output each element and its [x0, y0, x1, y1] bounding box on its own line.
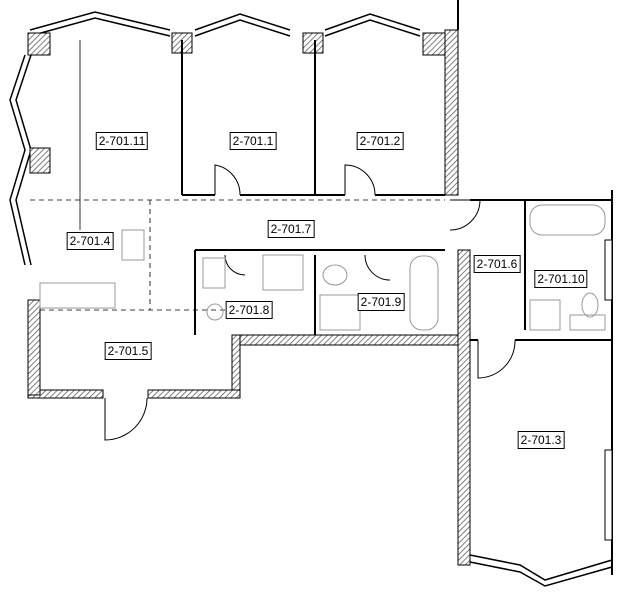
room-label-2-701-2: 2-701.2: [356, 132, 404, 150]
washing-machine-icon: [206, 303, 224, 321]
room-label-2-701-11: 2-701.11: [95, 132, 149, 150]
bathtub-icon-2: [529, 204, 606, 236]
room-label-2-701-9: 2-701.9: [357, 293, 405, 311]
facade-zigzag: [9, 11, 613, 587]
sink-icon: [202, 257, 226, 289]
room-label-2-701-4: 2-701.4: [66, 232, 114, 250]
room-label-2-701-6: 2-701.6: [473, 255, 521, 273]
stove-icon: [121, 229, 145, 261]
toilet-icon: [322, 264, 348, 286]
fixtures: [39, 204, 606, 331]
shower-icon: [262, 254, 304, 291]
doors: [104, 164, 516, 441]
columns: [27, 29, 471, 566]
room-label-2-701-5: 2-701.5: [104, 342, 152, 360]
room-label-2-701-3: 2-701.3: [517, 431, 565, 449]
interior-walls: [30, 0, 613, 575]
windows: [604, 239, 613, 541]
room-label-2-701-7: 2-701.7: [267, 220, 315, 238]
shower-icon-2: [319, 294, 361, 331]
bathtub-icon: [409, 255, 439, 331]
room-label-2-701-8: 2-701.8: [225, 301, 273, 319]
room-label-2-701-1: 2-701.1: [229, 132, 277, 150]
room-label-2-701-10: 2-701.10: [534, 270, 588, 288]
toilet-icon-2: [581, 292, 599, 318]
